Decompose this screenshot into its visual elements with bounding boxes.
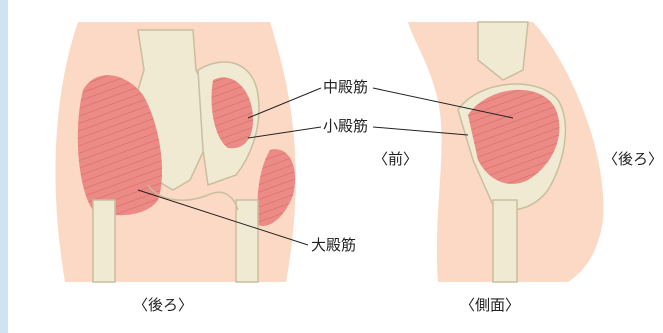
side-femur [493,200,517,282]
back-femur-left [93,200,115,282]
label-gluteus-maximus: 大殿筋 [311,238,356,253]
caption-back-view: 〈後ろ〉 [133,298,193,313]
side-view [408,22,603,282]
back-view [55,22,295,282]
back-femur-right [236,200,258,282]
label-front: 〈前〉 [373,152,418,167]
label-gluteus-medius: 中殿筋 [323,80,368,95]
anatomy-diagram: 中殿筋 小殿筋 大殿筋 〈前〉 〈後ろ〉 〈後ろ〉 〈側面〉 [8,0,663,333]
label-back-right: 〈後ろ〉 [603,152,663,167]
gluteal-muscles-illustration [8,0,663,333]
caption-side-view: 〈側面〉 [460,298,520,313]
label-gluteus-minimus: 小殿筋 [323,119,368,134]
